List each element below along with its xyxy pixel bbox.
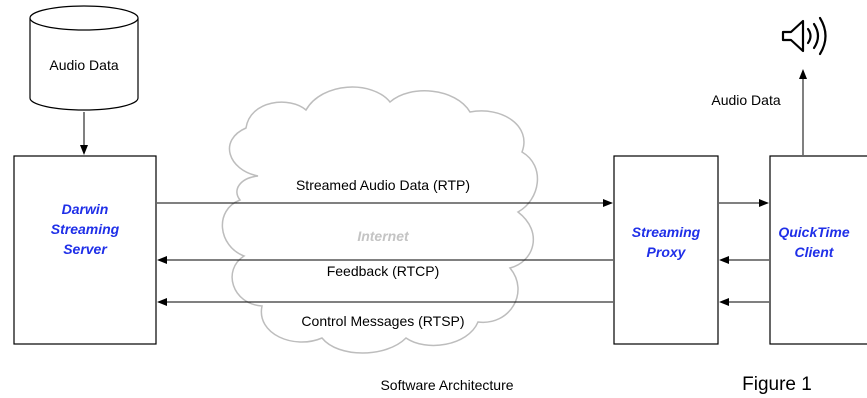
client-label-line1: QuickTime: [778, 224, 850, 240]
rtcp-label: Feedback (RTCP): [327, 263, 440, 279]
server-label-line2: Streaming: [51, 221, 120, 237]
proxy-label-line2: Proxy: [647, 244, 687, 260]
client-label-line2: Client: [795, 244, 835, 260]
database-label: Audio Data: [49, 57, 118, 73]
client-output-label: Audio Data: [711, 92, 780, 108]
diagram-caption: Software Architecture: [380, 377, 513, 393]
server-label-line3: Server: [63, 241, 108, 257]
speaker-icon: [781, 16, 827, 56]
server-label-line1: Darwin: [62, 201, 109, 217]
internet-label: Internet: [357, 228, 410, 244]
quicktime-client-box: [769, 155, 867, 345]
audio-data-database: [29, 5, 139, 111]
figure-label: Figure 1: [742, 374, 812, 395]
darwin-streaming-server-box: [13, 155, 157, 345]
proxy-label-line1: Streaming: [632, 224, 701, 240]
rtsp-label: Control Messages (RTSP): [301, 313, 464, 329]
internet-cloud: [221, 86, 539, 354]
rtp-label: Streamed Audio Data (RTP): [296, 177, 470, 193]
streaming-proxy-box: [613, 155, 719, 345]
